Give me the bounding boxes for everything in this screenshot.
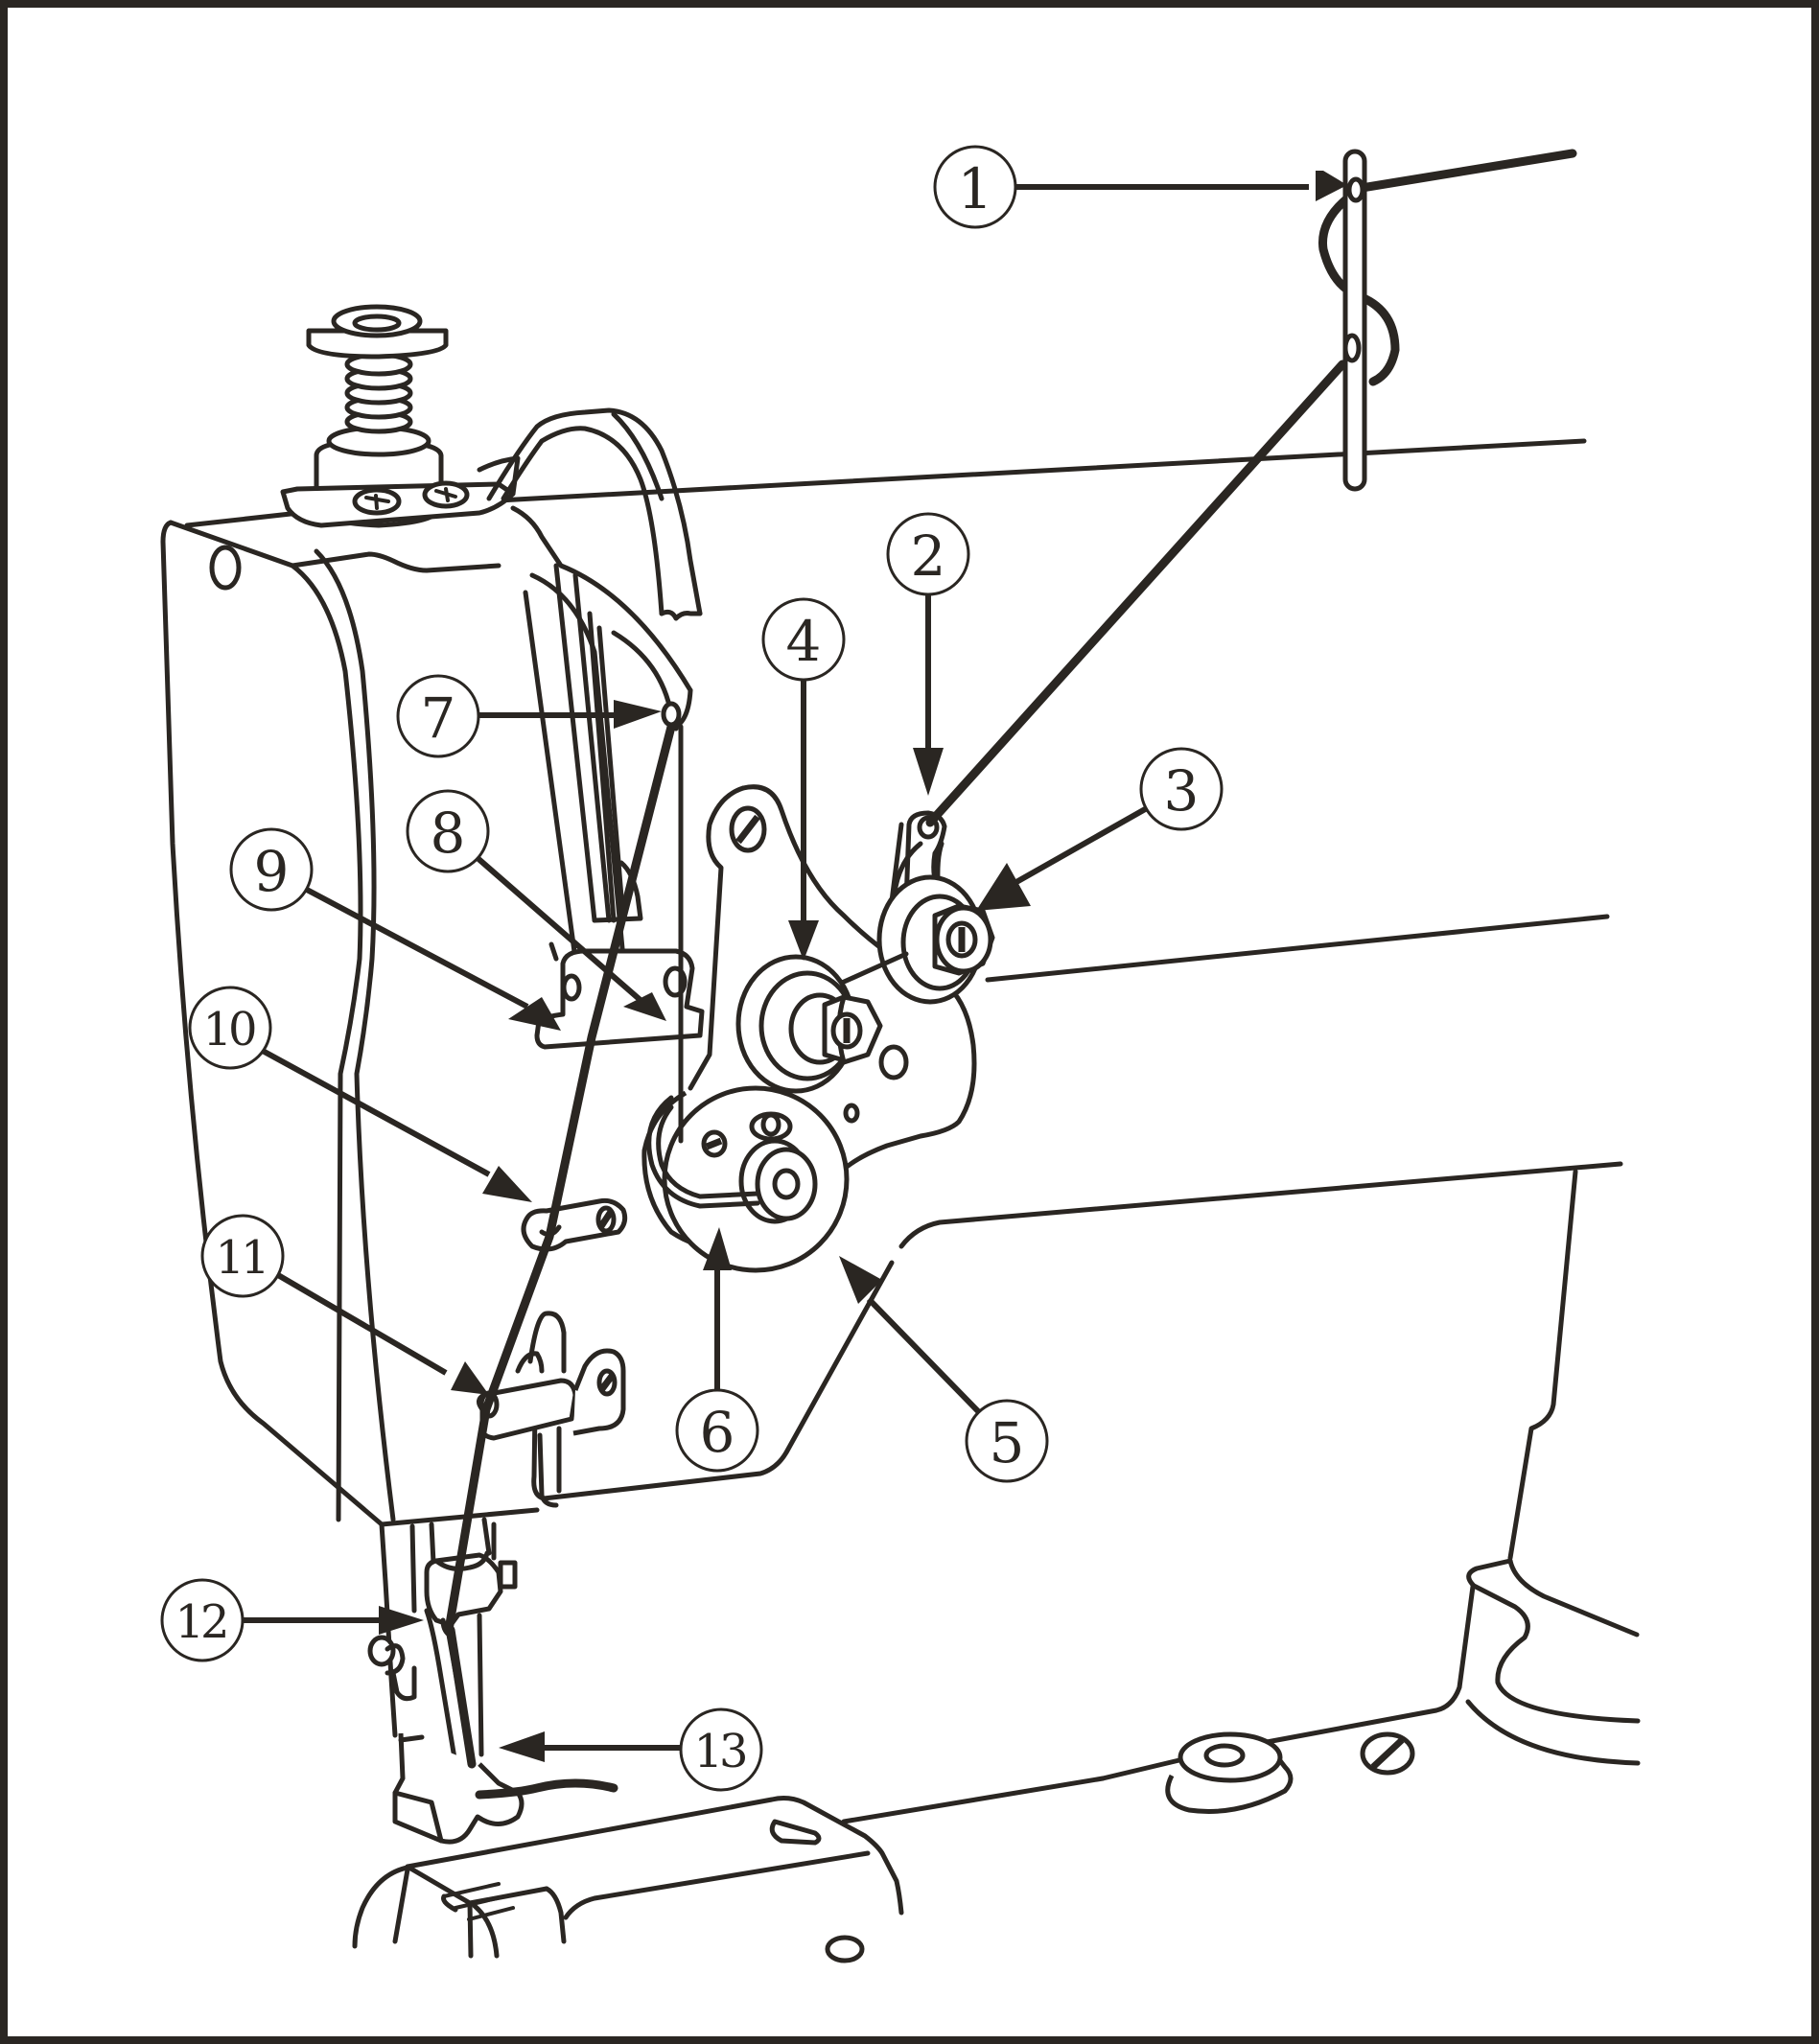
- leader-9: [305, 887, 529, 1010]
- callout-10: 10: [188, 986, 272, 1070]
- thread-stand-guide: [1342, 149, 1367, 492]
- leader-3: [1014, 805, 1149, 885]
- svg-text:8: 8: [431, 801, 466, 866]
- arrowhead-10: [482, 1166, 532, 1202]
- leader-11: [276, 1272, 448, 1376]
- upper-thread-guide: [534, 941, 705, 1050]
- bed-slot: [769, 1819, 822, 1846]
- arrowhead-2: [913, 748, 944, 796]
- callout-1: 1: [933, 145, 1017, 229]
- bed-screw: [1360, 1731, 1415, 1776]
- svg-text:9: 9: [254, 839, 290, 904]
- callout-3: 3: [1139, 747, 1224, 831]
- svg-text:11: 11: [215, 1231, 266, 1285]
- svg-text:3: 3: [1164, 758, 1200, 824]
- take-up-lever: [477, 407, 703, 923]
- svg-text:4: 4: [786, 609, 822, 674]
- leader-5: [866, 1296, 981, 1414]
- needle-bar-thread-guide: [477, 1311, 626, 1508]
- arrowhead-12: [379, 1606, 424, 1635]
- secondary-tension-disc: [641, 1085, 850, 1273]
- callout-4: 4: [761, 597, 846, 682]
- svg-text:12: 12: [175, 1595, 225, 1649]
- arrowhead-4: [788, 920, 819, 961]
- callout-2: 2: [886, 512, 970, 596]
- arrowhead-3: [976, 863, 1031, 911]
- svg-text:7: 7: [421, 685, 456, 751]
- arrowhead-5: [839, 1256, 882, 1304]
- face-thread-guide: [521, 1197, 628, 1252]
- arrowhead-8: [623, 992, 666, 1021]
- thread-between-discs: [839, 951, 909, 986]
- svg-text:2: 2: [911, 523, 946, 589]
- arrowhead-1: [1316, 171, 1347, 201]
- tension-plate-screw: [729, 805, 767, 853]
- leader-8: [476, 855, 644, 1005]
- machine-arm: [496, 438, 1641, 1766]
- callout-5: 5: [965, 1399, 1049, 1483]
- machine-bed: [352, 1731, 1415, 1963]
- presser-foot-screw: [367, 1635, 396, 1667]
- callout-9: 9: [229, 827, 314, 912]
- svg-text:5: 5: [990, 1410, 1025, 1475]
- pre-tension-disc: [876, 810, 995, 1005]
- bobbin-winder-knob: [1165, 1731, 1294, 1814]
- thread-check-spring: [646, 1095, 760, 1209]
- presser-spring-regulator: [280, 304, 516, 528]
- leader-10: [259, 1047, 491, 1177]
- svg-text:10: 10: [202, 1003, 255, 1057]
- arrowhead-6: [703, 1227, 732, 1270]
- callout-7: 7: [396, 674, 480, 758]
- svg-text:1: 1: [958, 156, 993, 221]
- take-up-lever-eye: [661, 701, 682, 728]
- upper-thread-path: [444, 149, 1577, 1800]
- callout-8: 8: [406, 789, 490, 873]
- svg-text:6: 6: [700, 1400, 735, 1465]
- bed-oil-hole: [825, 1935, 865, 1963]
- callout-13: 13: [679, 1707, 763, 1792]
- arrowhead-9: [508, 997, 561, 1031]
- arrowhead-11: [451, 1361, 489, 1395]
- callouts: 1 2 3 4 5 6 7 8: [160, 145, 1347, 1792]
- tension-plate-small-hole: [843, 1103, 860, 1124]
- callout-12: 12: [160, 1578, 245, 1662]
- svg-text:13: 13: [693, 1725, 745, 1778]
- tension-plate-hole: [878, 1044, 909, 1080]
- callout-11: 11: [200, 1214, 285, 1298]
- arrowhead-7: [614, 700, 662, 729]
- main-tension-disc: [735, 954, 883, 1094]
- callout-6: 6: [675, 1388, 759, 1473]
- face-plate-screw-hole: [209, 545, 242, 591]
- arrowhead-13: [499, 1731, 545, 1762]
